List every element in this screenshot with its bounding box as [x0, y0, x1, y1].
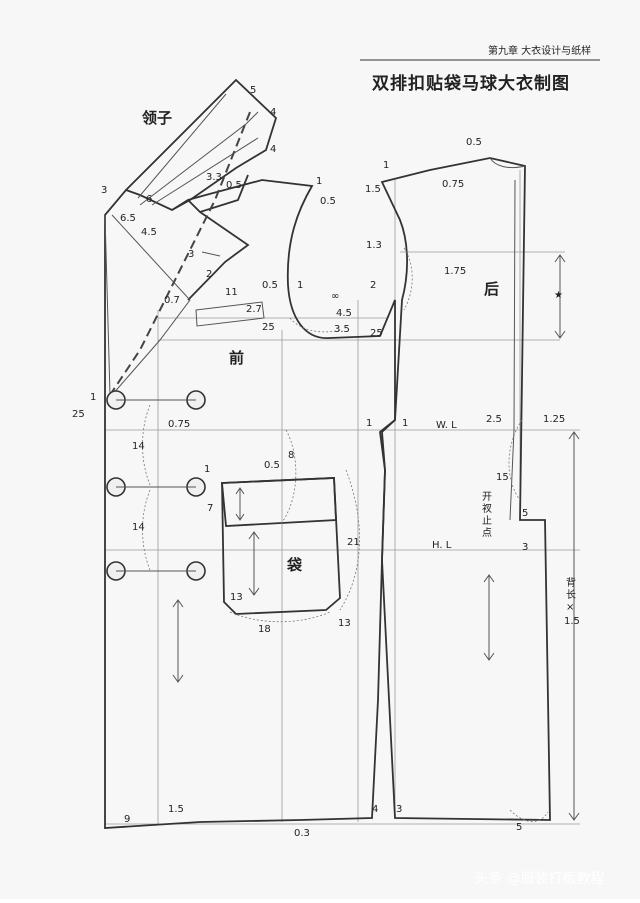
svg-text:点: 点 [482, 527, 492, 539]
back-panel-outline [380, 157, 551, 821]
dimension-label: 0.75 [168, 419, 190, 430]
dimension-label: 3 [396, 804, 402, 815]
dimension-label: 1 [316, 176, 322, 187]
dimension-label: 2 [370, 280, 376, 291]
dimension-label: 3.5 [334, 324, 350, 335]
dimension-label: 3 [188, 249, 194, 260]
dimension-label: 4.5 [336, 308, 352, 319]
dimension-label: 0.7 [164, 295, 180, 306]
button-group [106, 390, 206, 581]
dimension-arrows [172, 254, 580, 821]
chest-pocket [195, 301, 265, 327]
dimension-label: 14 [132, 522, 145, 533]
svg-text:衩: 衩 [482, 503, 492, 515]
dimension-label: 1 [204, 464, 210, 475]
dimension-label: 14 [132, 441, 145, 452]
collar-inner-lines [137, 93, 259, 206]
infinity-mark: ∞ [331, 291, 339, 302]
dimension-label: 1.5 [365, 184, 381, 195]
vent-point-label: 开 衩 止 点 [482, 492, 492, 539]
back-length-label: 背 长 × 1.5 [564, 576, 580, 627]
dimension-label: 0.5 [264, 460, 280, 471]
svg-text:开: 开 [482, 492, 492, 503]
back-neck-curve [489, 157, 526, 169]
dimension-label: 1 [402, 418, 408, 429]
construction-arcs [142, 247, 549, 822]
page-title: 双排扣贴袋马球大衣制图 [372, 73, 570, 94]
dimension-label: 0.5 [226, 180, 242, 191]
dimension-label: 1.75 [444, 266, 466, 277]
dimension-labels: 0.5 5 4 4 1 3.3 0.5 1 0.5 1.5 0.75 3 6 6… [72, 85, 565, 839]
dimension-label: 1 [366, 418, 372, 429]
dimension-label: 2.5 [486, 414, 502, 425]
dimension-label: 3.3 [206, 172, 222, 183]
collar-label: 领子 [141, 109, 172, 127]
svg-text:止: 止 [482, 515, 492, 527]
dimension-label: 2 [206, 269, 212, 280]
dimension-label: 13 [230, 592, 243, 603]
dimension-label: 6.5 [120, 213, 136, 224]
svg-text:×: × [566, 602, 574, 613]
svg-text:背: 背 [566, 576, 576, 589]
dimension-label: 25 [262, 322, 275, 333]
dimension-label: 1.25 [543, 414, 565, 425]
waist-line-label: W. L [436, 420, 457, 431]
dimension-label: 5 [250, 85, 256, 96]
lapel-notch [187, 174, 250, 301]
collar-outline [125, 78, 278, 211]
dimension-label: 0.5 [466, 137, 482, 148]
dart-mark [201, 251, 221, 257]
dimension-label: 6 [146, 194, 152, 205]
guide-lines [105, 170, 580, 825]
dimension-label: 4.5 [141, 227, 157, 238]
dimension-label: 25 [370, 328, 383, 339]
back-label: 后 [484, 280, 499, 298]
front-label: 前 [229, 349, 244, 367]
dimension-label: 11 [225, 287, 238, 298]
dimension-label: 1.3 [366, 240, 382, 251]
dimension-label: 3 [522, 542, 528, 553]
dimension-label: 18 [258, 624, 271, 635]
hip-line-label: H. L [432, 540, 452, 551]
dimension-label: 15 [496, 472, 509, 483]
dimension-label: 4 [372, 804, 378, 815]
dimension-label: 1.5 [168, 804, 184, 815]
dimension-label: 5 [522, 508, 528, 519]
dimension-label: 3 [101, 185, 107, 196]
dimension-label: 0.3 [294, 828, 310, 839]
dimension-label: 1 [90, 392, 96, 403]
dimension-label: 5 [516, 822, 522, 833]
dimension-label: 21 [347, 537, 360, 548]
pocket-label: 袋 [286, 556, 303, 574]
lapel-fold [104, 214, 191, 396]
chapter-header: 第九章 大衣设计与纸样 [488, 44, 591, 57]
dimension-label: 13 [338, 618, 351, 629]
star-mark: ★ [554, 290, 563, 301]
dimension-label: 4 [270, 107, 276, 118]
dimension-label: 25 [72, 409, 85, 420]
front-panel-outline [104, 179, 396, 829]
dimension-label: 2.7 [246, 304, 262, 315]
dimension-label: 0.75 [442, 179, 464, 190]
dimension-label: 9 [124, 814, 130, 825]
dimension-label: 1 [297, 280, 303, 291]
back-center-line [509, 179, 516, 521]
dimension-label: 8 [288, 450, 294, 461]
svg-text:长: 长 [566, 589, 576, 601]
dimension-label: 1 [383, 160, 389, 171]
watermark: 头条 @服装打板教程 [474, 870, 604, 887]
svg-text:1.5: 1.5 [564, 616, 580, 627]
dimension-label: 7 [207, 503, 213, 514]
roll-line [109, 111, 251, 396]
dimension-label: 0.5 [262, 280, 278, 291]
pocket-flap [221, 477, 337, 527]
dimension-label: 4 [270, 144, 276, 155]
dimension-label: 0.5 [320, 196, 336, 207]
